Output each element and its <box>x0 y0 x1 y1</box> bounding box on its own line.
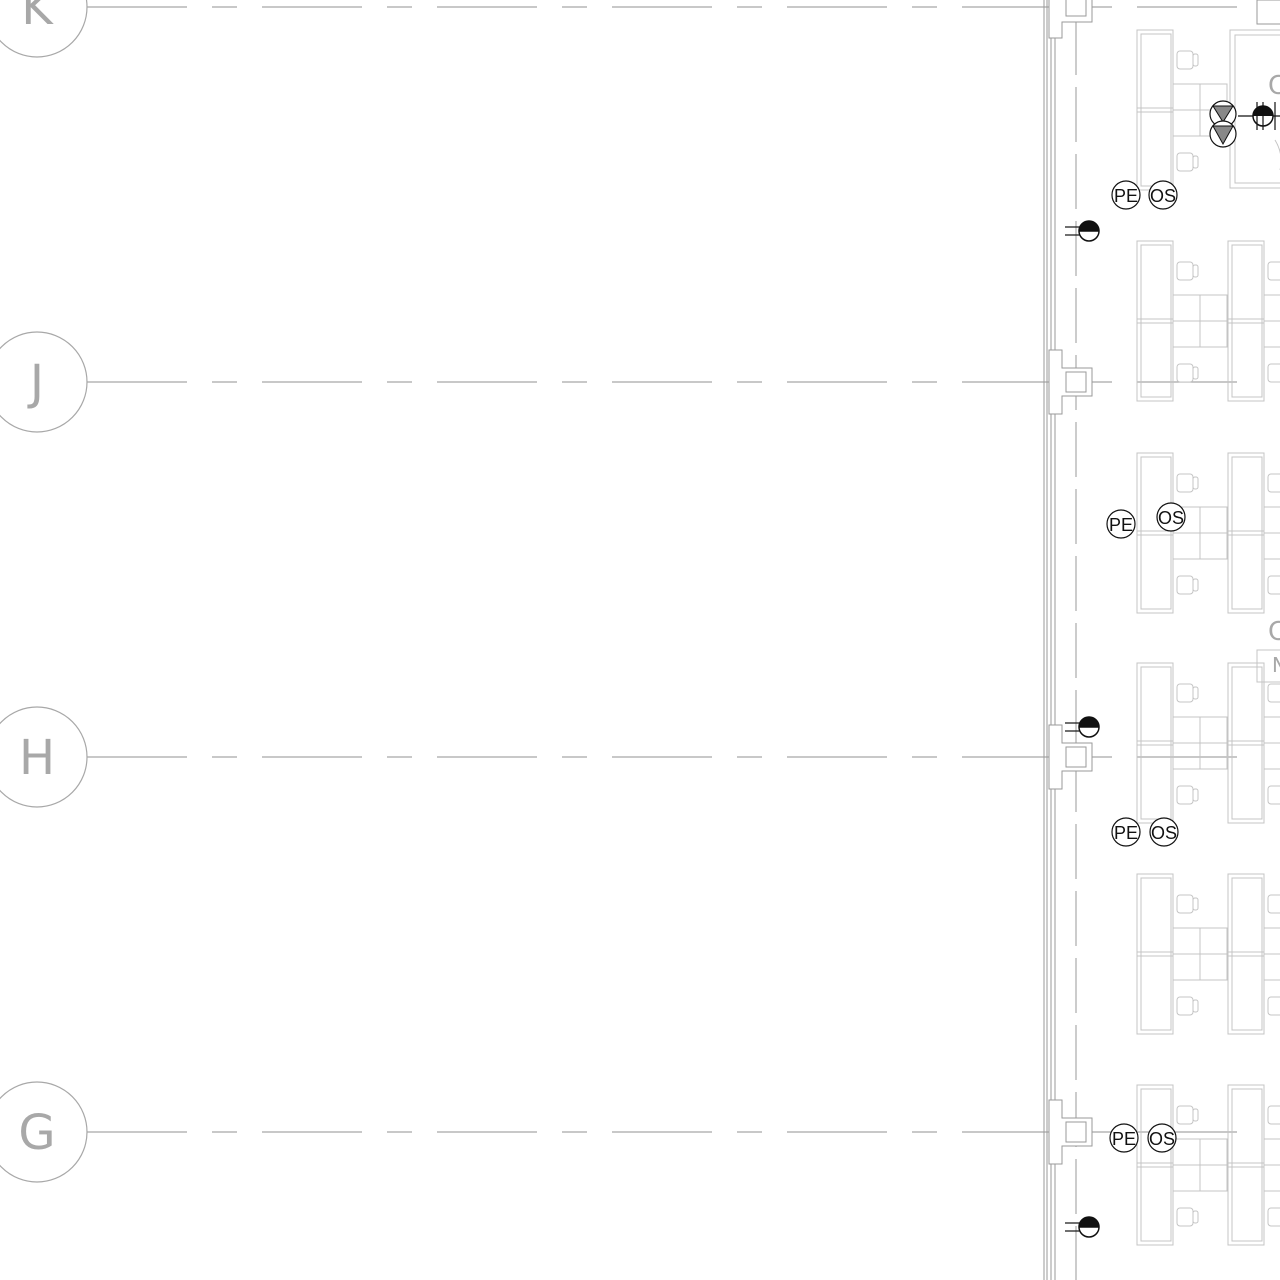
grid-label-k: K <box>21 0 54 36</box>
svg-text:PE: PE <box>1114 186 1138 206</box>
svg-text:PE: PE <box>1114 823 1138 843</box>
device-tags: PE OS PE OS PE OS PE OS <box>1106 180 1186 1153</box>
sensor-group-top <box>1209 100 1280 148</box>
tag-pe-1: PE <box>1111 180 1141 210</box>
exterior-wall <box>1043 0 1077 1280</box>
grid-label-h: H <box>19 730 55 786</box>
partial-label-n: N <box>1272 653 1280 677</box>
grid-lines <box>87 6 1280 1133</box>
tag-pe-4: PE <box>1109 1123 1139 1153</box>
svg-text:OS: OS <box>1149 1129 1175 1149</box>
columns <box>1048 0 1280 1165</box>
partial-label-c-top: C <box>1268 71 1280 101</box>
svg-text:OS: OS <box>1150 186 1176 206</box>
svg-text:OS: OS <box>1151 823 1177 843</box>
tag-os-1: OS <box>1148 180 1178 210</box>
grid-label-g: G <box>18 1105 55 1161</box>
partial-room-labels: C C N <box>1268 71 1280 677</box>
grid-label-j: J <box>27 355 44 411</box>
tag-pe-3: PE <box>1111 817 1141 847</box>
tag-os-3: OS <box>1149 817 1179 847</box>
room-partial-h <box>1256 649 1280 683</box>
grid-bubble-g: G <box>0 1081 88 1183</box>
svg-text:PE: PE <box>1112 1129 1136 1149</box>
tag-os-4: OS <box>1147 1123 1177 1153</box>
partial-label-c-mid: C <box>1268 617 1280 647</box>
grid-bubble-j: J <box>0 331 88 433</box>
grid-bubble-h: H <box>0 706 88 808</box>
tag-pe-2: PE <box>1106 509 1136 539</box>
tag-os-2: OS <box>1156 502 1186 532</box>
svg-text:OS: OS <box>1158 508 1184 528</box>
svg-text:PE: PE <box>1109 515 1133 535</box>
grid-bubble-k: K <box>0 0 88 58</box>
